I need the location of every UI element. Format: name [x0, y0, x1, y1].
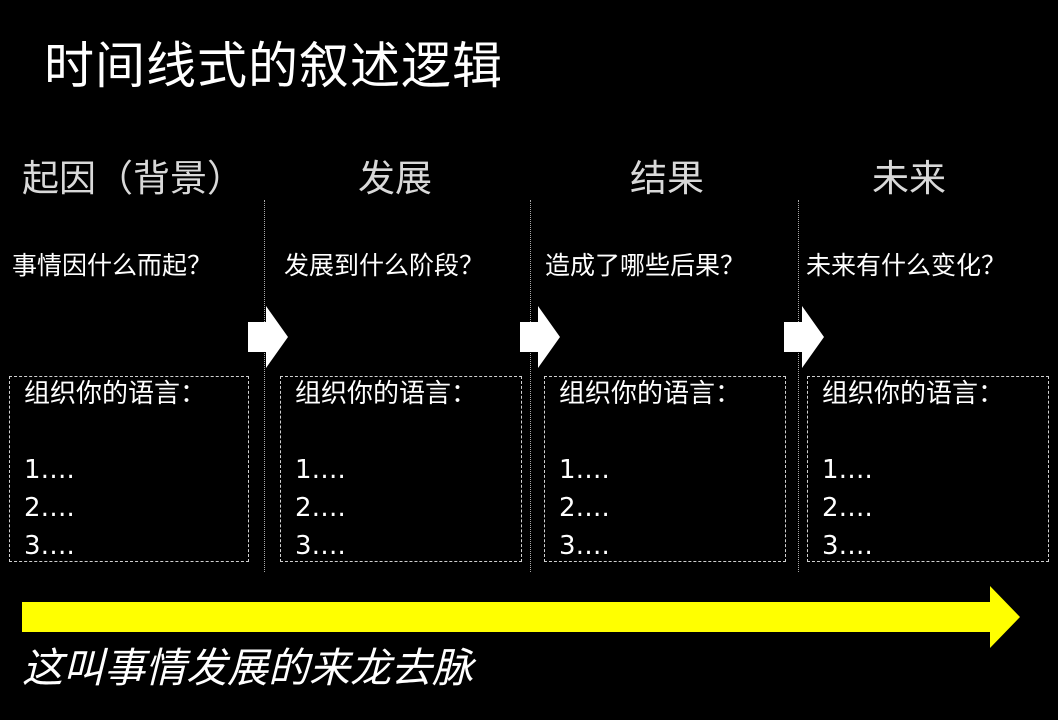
note-box: 组织你的语言： 1…. 2…. 3…. [544, 376, 786, 562]
note-item: 2…. [559, 493, 610, 523]
note-item: 1…. [559, 455, 610, 485]
note-item: 3…. [295, 531, 346, 561]
note-box: 组织你的语言： 1…. 2…. 3…. [9, 376, 249, 562]
stage-column-cause: 起因（背景） 事情因什么而起？ 组织你的语言： 1…. 2…. 3…. [0, 150, 264, 570]
note-box-title: 组织你的语言： [24, 379, 207, 409]
note-box: 组织你的语言： 1…. 2…. 3…. [280, 376, 522, 562]
timeline-arrow-icon [22, 586, 1020, 648]
note-item: 2…. [24, 493, 75, 523]
stage-question: 未来有什么变化？ [806, 251, 1007, 280]
stage-heading: 发展 [358, 157, 432, 200]
note-box: 组织你的语言： 1…. 2…. 3…. [807, 376, 1049, 562]
note-item: 2…. [822, 493, 873, 523]
right-arrow-icon [784, 306, 824, 368]
arrow-shape [248, 306, 288, 368]
stage-column-development: 发展 发展到什么阶段？ 组织你的语言： 1…. 2…. 3…. [264, 150, 530, 570]
note-item: 3…. [559, 531, 610, 561]
note-box-title: 组织你的语言： [295, 379, 478, 409]
stage-column-future: 未来 未来有什么变化？ 组织你的语言： 1…. 2…. 3…. [798, 150, 1058, 570]
note-item: 1…. [295, 455, 346, 485]
stage-column-result: 结果 造成了哪些后果？ 组织你的语言： 1…. 2…. 3…. [530, 150, 798, 570]
stage-question: 发展到什么阶段？ [284, 251, 485, 280]
stage-heading: 起因（背景） [22, 157, 244, 200]
arrow-shape [784, 306, 824, 368]
column-divider [264, 200, 265, 572]
note-box-title: 组织你的语言： [822, 379, 1005, 409]
column-divider [530, 200, 531, 572]
right-arrow-icon [520, 306, 560, 368]
arrow-shape [520, 306, 560, 368]
note-item: 1…. [822, 455, 873, 485]
note-item: 2…. [295, 493, 346, 523]
stage-heading: 结果 [630, 157, 704, 200]
stage-question: 事情因什么而起？ [12, 251, 213, 280]
right-arrow-icon [248, 306, 288, 368]
page-title: 时间线式的叙述逻辑 [44, 37, 503, 95]
stage-heading: 未来 [872, 157, 946, 200]
note-item: 3…. [822, 531, 873, 561]
note-item: 1…. [24, 455, 75, 485]
stage-question: 造成了哪些后果？ [545, 251, 746, 280]
column-divider [798, 200, 799, 572]
note-box-title: 组织你的语言： [559, 379, 742, 409]
caption: 这叫事情发展的来龙去脉 [22, 644, 473, 692]
timeline-arrow-shape [22, 586, 1020, 648]
note-item: 3…. [24, 531, 75, 561]
